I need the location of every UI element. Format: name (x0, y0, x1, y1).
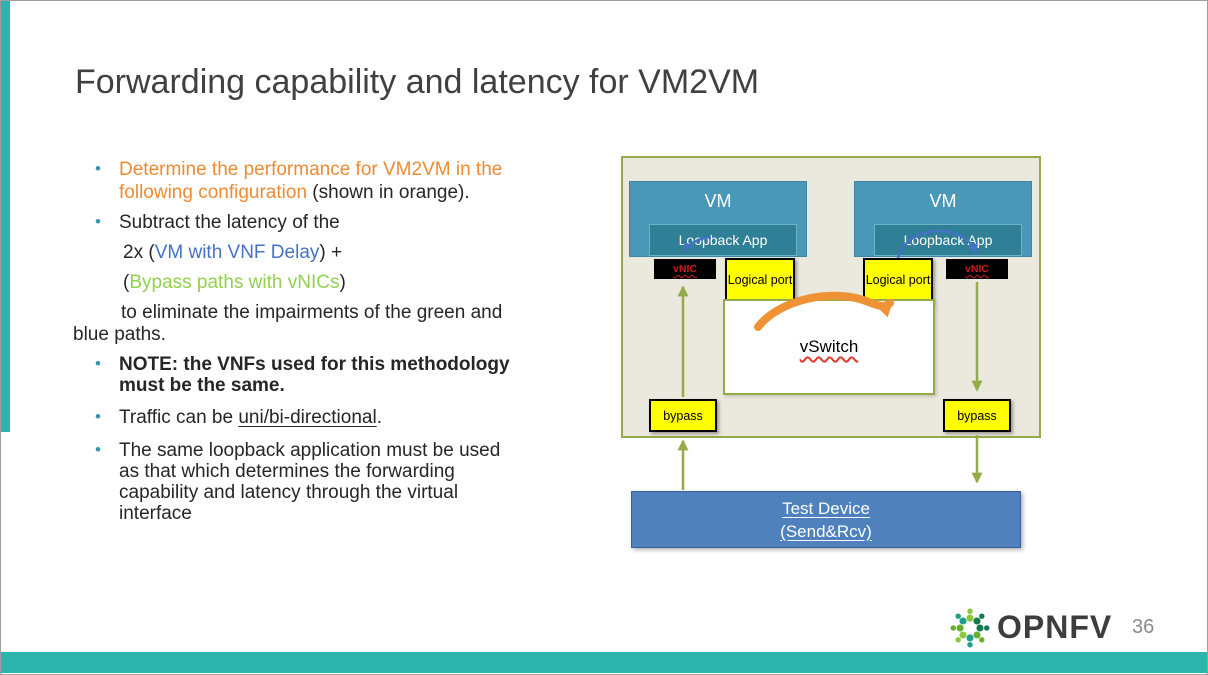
logical-port-left-box: Logical port (725, 258, 795, 303)
bullet-marker: • (95, 440, 101, 459)
bullet-5-line-3: capability and latency through the virtu… (119, 482, 458, 504)
opnfv-logo-icon (950, 608, 990, 648)
bullet-marker: • (95, 159, 101, 178)
vswitch-box: vSwitch (723, 299, 935, 395)
vnic-right-label: vNIC (965, 263, 989, 275)
page-title: Forwarding capability and latency for VM… (75, 63, 760, 101)
bold-note-text: must be the same. (119, 375, 285, 396)
bullet-marker: • (95, 212, 101, 231)
loopback-app-left-box: Loopback App (649, 224, 797, 256)
logical-port-left-label: Logical port (727, 273, 793, 288)
vm-right-label: VM (929, 191, 957, 211)
green-text: Bypass paths with vNICs (129, 272, 340, 293)
bullet-2-sub-3-wrap: blue paths. (73, 324, 166, 346)
plain-text: ) + (319, 242, 343, 263)
bullet-3-line-2: must be the same. (119, 375, 285, 397)
bottom-accent-bar (1, 652, 1207, 673)
bypass-right-box: bypass (943, 399, 1011, 432)
bullet-3-line-1: NOTE: the VNFs used for this methodology (119, 354, 510, 376)
bullet-2-sub-2: (Bypass paths with vNICs) (123, 272, 346, 294)
loopback-app-left-label: Loopback App (678, 232, 768, 248)
plain-text: ) (339, 272, 346, 293)
plain-text: (shown in orange). (307, 182, 470, 203)
bullet-5-line-2: as that which determines the forwarding (119, 461, 455, 483)
plain-text: Traffic can be (119, 407, 239, 428)
plain-text: Subtract the latency of the (119, 212, 340, 233)
vnic-right-box: vNIC (946, 259, 1008, 279)
plain-text: 2x ( (123, 242, 155, 263)
vnic-left-label: vNIC (673, 263, 697, 275)
plain-text: to eliminate the impairments of the gree… (121, 302, 503, 323)
bullet-5-line-4: interface (119, 503, 192, 525)
loopback-app-right-box: Loopback App (874, 224, 1022, 256)
test-device-sublabel: (Send&Rcv) (780, 522, 872, 541)
plain-text: blue paths. (73, 324, 166, 345)
bullet-1-line-2: following configuration (shown in orange… (119, 182, 470, 204)
plain-text: . (376, 407, 382, 428)
vswitch-label: vSwitch (799, 337, 859, 356)
bypass-right-label: bypass (957, 408, 997, 423)
test-device-box: Test Device (Send&Rcv) (631, 491, 1021, 548)
bullet-4-line: Traffic can be uni/bi-directional. (119, 407, 382, 429)
plain-text: interface (119, 503, 192, 524)
logical-port-right-box: Logical port (863, 258, 933, 303)
test-device-label: Test Device (782, 499, 870, 518)
left-accent-bar (1, 1, 10, 432)
plain-text: ( (123, 272, 130, 293)
plain-text: as that which determines the forwarding (119, 461, 455, 482)
bypass-left-box: bypass (649, 399, 717, 432)
blue-text: VM with VNF Delay (154, 242, 320, 263)
vm2vm-diagram: VM VM Loopback App Loopback App vNIC vNI… (621, 156, 1041, 438)
page-number: 36 (1132, 616, 1155, 638)
vm-left-label: VM (704, 191, 732, 211)
bold-note-text: NOTE: the VNFs used for this methodology (119, 354, 510, 375)
bullet-1-line-1: Determine the performance for VM2VM in t… (119, 159, 502, 181)
bullet-marker: • (95, 407, 101, 426)
plain-text: capability and latency through the virtu… (119, 482, 459, 503)
brand-text: OPNFV (997, 609, 1113, 645)
plain-text: The same loopback application must be us… (119, 440, 501, 461)
underlined-text: uni/bi-directional (238, 407, 377, 428)
bullet-5-line-1: The same loopback application must be us… (119, 440, 500, 462)
vnic-left-box: vNIC (654, 259, 716, 279)
bullet-2-sub-1: 2x (VM with VNF Delay) + (123, 242, 342, 264)
logical-port-right-label: Logical port (865, 273, 931, 288)
orange-text: following configuration (119, 182, 308, 203)
bullet-2-sub-3: to eliminate the impairments of the gree… (121, 302, 502, 324)
bypass-left-label: bypass (663, 408, 703, 423)
orange-text: Determine the performance for VM2VM in t… (119, 159, 503, 180)
loopback-app-right-label: Loopback App (903, 232, 993, 248)
bullet-2-line-1: Subtract the latency of the (119, 212, 340, 234)
bullet-marker: • (95, 354, 101, 373)
